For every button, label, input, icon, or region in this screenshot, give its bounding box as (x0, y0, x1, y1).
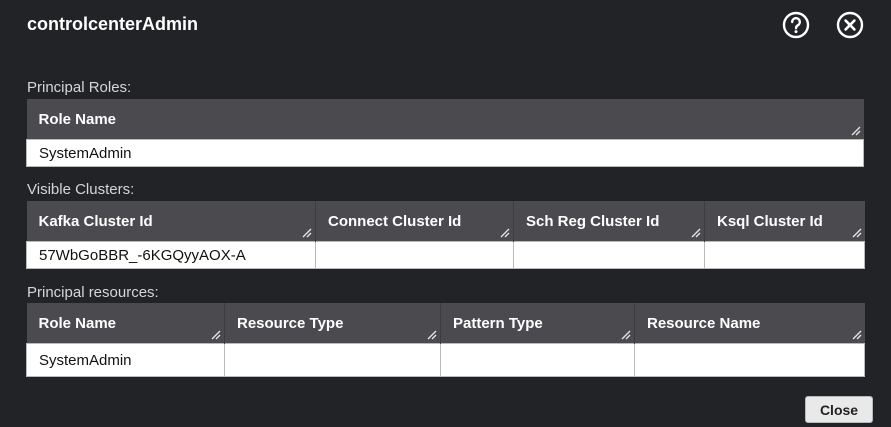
resize-handle-icon[interactable] (302, 228, 312, 238)
dialog-title: controlcenterAdmin (27, 14, 199, 34)
table-cell (634, 343, 865, 377)
column-header-sch-reg-cluster-id[interactable]: Sch Reg Cluster Id (513, 201, 705, 242)
table-row[interactable]: SystemAdmin (26, 139, 864, 167)
close-button[interactable]: Close (805, 396, 873, 423)
table-cell (513, 241, 705, 269)
resize-handle-icon[interactable] (852, 228, 862, 238)
table-row[interactable]: 57WbGoBBR_-6KGQyyAOX-A (26, 241, 865, 269)
help-icon[interactable] (782, 11, 810, 39)
column-header-kafka-cluster-id[interactable]: Kafka Cluster Id (26, 201, 316, 242)
resize-handle-icon[interactable] (500, 228, 510, 238)
principal-roles-table: Role Name SystemAdmin (26, 99, 864, 167)
table-cell: SystemAdmin (26, 343, 225, 377)
table-row[interactable]: SystemAdmin (26, 343, 865, 377)
resize-handle-icon[interactable] (621, 330, 631, 340)
table-cell: SystemAdmin (26, 139, 864, 167)
principal-roles-label: Principal Roles: (27, 79, 132, 96)
resize-handle-icon[interactable] (852, 330, 862, 340)
column-header-connect-cluster-id[interactable]: Connect Cluster Id (315, 201, 514, 242)
resize-handle-icon[interactable] (691, 228, 701, 238)
table-cell (224, 343, 441, 377)
resize-handle-icon[interactable] (211, 330, 221, 340)
table-cell (315, 241, 514, 269)
table-cell (704, 241, 865, 269)
column-header-role-name[interactable]: Role Name (26, 303, 225, 344)
table-cell (440, 343, 635, 377)
principal-resources-label: Principal resources: (27, 284, 159, 301)
principal-resources-table: Role Name Resource Type Pattern Type Res… (26, 303, 865, 377)
column-header-role-name[interactable]: Role Name (26, 99, 864, 140)
column-header-ksql-cluster-id[interactable]: Ksql Cluster Id (704, 201, 865, 242)
column-header-resource-type[interactable]: Resource Type (224, 303, 441, 344)
column-header-resource-name[interactable]: Resource Name (634, 303, 865, 344)
table-cell: 57WbGoBBR_-6KGQyyAOX-A (26, 241, 316, 269)
resize-handle-icon[interactable] (851, 126, 861, 136)
visible-clusters-label: Visible Clusters: (27, 181, 135, 198)
resize-handle-icon[interactable] (427, 330, 437, 340)
column-header-pattern-type[interactable]: Pattern Type (440, 303, 635, 344)
close-icon[interactable] (836, 11, 864, 39)
visible-clusters-table: Kafka Cluster Id Connect Cluster Id Sch … (26, 201, 865, 269)
